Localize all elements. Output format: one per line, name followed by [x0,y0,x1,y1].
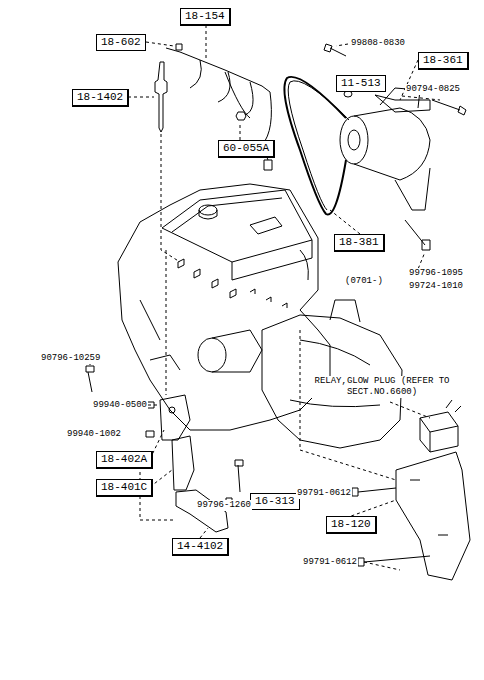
callout-box: 18-381 [334,234,385,252]
part-number: 18-381 [339,236,379,248]
cover-rib [250,217,282,234]
part-number: 99724-1010 [408,281,464,292]
block-detail [140,250,308,370]
bolt-99796-1095 [405,220,430,250]
drive-belt [284,77,346,215]
part-number: 18-602 [101,36,141,48]
note-text: RELAY,GLOW PLUG (REFER TO SECT.NO.6600) [306,376,458,398]
part-number: 18-361 [423,54,463,66]
callout-box: 18-361 [418,52,469,70]
bolt-90794-0825 [432,100,466,115]
bolts-lower [226,460,243,504]
valve-cover [162,190,312,262]
part-number: 99791-0612 [296,488,352,499]
part-number: 18-120 [331,518,371,530]
part-number: 99940-0500 [92,400,148,411]
relay-edges [420,400,461,452]
callout-box: 16-313 [250,493,300,510]
callout-box: 18-602 [96,34,146,51]
part-number: (0701-) [344,276,384,287]
engine-outline [118,184,330,430]
bracket-hole [169,407,175,413]
part-number: 14-4102 [177,540,223,552]
nut-60-055A [236,112,246,120]
part-number: 99796-1095 [408,268,464,279]
bolt-99808-0830 [324,44,346,56]
starter-body [212,330,262,372]
part-number: 90796-10259 [40,353,101,364]
belt-inner [288,81,349,210]
callout-box: 11-513 [336,75,386,92]
part-number: 99796-1260 [196,500,252,511]
injector-nozzles [250,289,287,308]
part-number: 99940-1002 [66,429,122,440]
compressor-ears [380,88,430,210]
part-number: 11-513 [341,77,381,89]
callout-box: 18-401C [96,479,153,497]
valve-cover-edge [172,198,312,280]
part-number: 18-154 [185,10,225,22]
part-number: 99808-0830 [350,38,406,49]
part-number: 18-402A [101,453,147,465]
bolt-90796-10259 [86,366,94,392]
part-number: 18-401C [101,481,147,493]
glow-plug [155,62,167,132]
relay-bracket [396,452,470,580]
callout-box: 14-4102 [172,538,229,556]
bracket-14-4102 [176,490,228,532]
callout-box: 18-120 [326,516,377,534]
compressor-pulley [340,116,368,164]
callout-box: 18-154 [180,8,231,26]
bracket-18-401C [172,436,194,490]
callout-box: 18-1402 [72,89,129,107]
part-number: 60-055A [223,142,269,154]
part-number: 16-313 [255,495,295,507]
part-number: 18-1402 [77,91,123,103]
oil-filler-cap [199,205,217,215]
cap-side [199,210,217,219]
glow-plug-bores [178,259,236,298]
part-number: 99791-0612 [302,557,358,568]
bracket-holes [410,480,448,535]
pulley-hub [348,130,360,150]
glow-plug-harness [166,48,271,145]
bracket-18-402A [160,395,190,440]
callout-box: 60-055A [218,140,275,158]
part-number: 90794-0825 [405,84,461,95]
starter-end [198,338,226,372]
compressor-bracket [375,95,430,112]
glow-plug-relay [420,412,458,452]
nut-18-602 [176,44,182,50]
compressor-body [354,108,430,180]
leader-lines [90,25,440,570]
callout-box: 18-402A [96,451,153,469]
